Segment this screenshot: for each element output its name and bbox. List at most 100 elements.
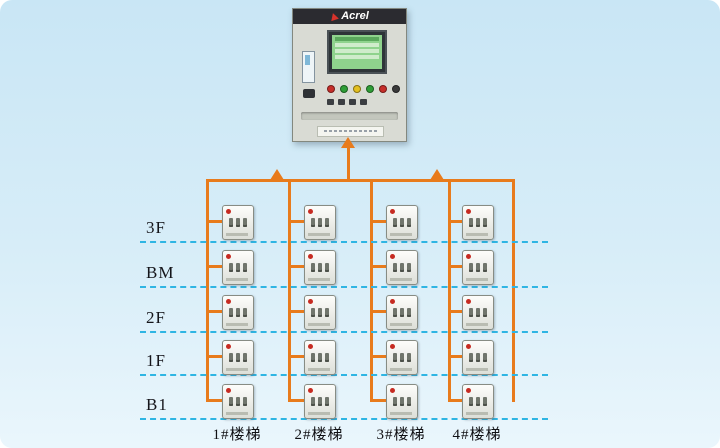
device-base: [308, 368, 330, 371]
control-cabinet: Acrel: [292, 8, 407, 142]
device-status-dot: [308, 388, 313, 393]
bus-drop-line-right: [512, 180, 515, 402]
monitor-device-module: [222, 250, 254, 285]
terminal-pin: [407, 397, 411, 406]
terminal-pin: [229, 263, 233, 272]
bus-device-stub: [450, 355, 463, 358]
device-status-dot: [466, 209, 471, 214]
terminal-pin: [311, 353, 315, 362]
device-base: [226, 278, 248, 281]
monitor-device-module: [386, 340, 418, 375]
bus-drop-line-3: [370, 180, 373, 402]
screen-text-line: [335, 43, 379, 47]
terminal-pin: [311, 218, 315, 227]
terminal-pin: [243, 308, 247, 317]
cabinet-indicator-windows: [327, 99, 367, 105]
indicator-window: [327, 99, 334, 105]
cabinet-brand: Acrel: [341, 10, 369, 22]
monitor-device-module: [304, 340, 336, 375]
terminal-pin: [311, 263, 315, 272]
cabinet-led: [340, 85, 348, 93]
terminal-pin: [236, 218, 240, 227]
device-base: [466, 233, 488, 236]
device-status-dot: [390, 209, 395, 214]
monitor-device-module: [222, 340, 254, 375]
device-status-dot: [466, 344, 471, 349]
terminal-pin: [318, 397, 322, 406]
terminal-pin: [393, 218, 397, 227]
cabinet-header: Acrel: [293, 9, 406, 24]
terminal-pin: [407, 353, 411, 362]
device-status-dot: [226, 254, 231, 259]
terminal-pin: [229, 353, 233, 362]
terminal-pin: [311, 308, 315, 317]
monitor-device-module: [304, 384, 336, 419]
terminal-pin: [243, 397, 247, 406]
stair-label-4: 4#楼梯: [452, 427, 502, 443]
device-base: [466, 278, 488, 281]
monitor-device-module: [386, 384, 418, 419]
bus-device-stub: [450, 310, 463, 313]
terminal-pin: [325, 263, 329, 272]
device-status-dot: [308, 299, 313, 304]
cabinet-led: [366, 85, 374, 93]
device-base: [308, 323, 330, 326]
device-terminals: [393, 353, 411, 362]
device-base: [308, 278, 330, 281]
device-terminals: [311, 308, 329, 317]
bus-drop-line-4: [448, 180, 451, 402]
bus-device-stub: [450, 399, 463, 402]
cabinet-led: [392, 85, 400, 93]
device-status-dot: [390, 299, 395, 304]
device-base: [390, 368, 412, 371]
terminal-pin: [318, 353, 322, 362]
terminal-pin: [393, 353, 397, 362]
bus-device-stub: [208, 265, 223, 268]
bus-device-stub: [208, 399, 223, 402]
terminal-pin: [311, 397, 315, 406]
device-terminals: [469, 308, 487, 317]
floor-dashed-line: [140, 374, 548, 376]
device-status-dot: [226, 299, 231, 304]
monitor-device-module: [222, 295, 254, 330]
monitor-device-module: [386, 295, 418, 330]
terminal-pin: [483, 263, 487, 272]
terminal-pin: [229, 397, 233, 406]
bus-flow-arrow-icon: [270, 169, 284, 180]
terminal-pin: [469, 308, 473, 317]
cabinet-level-indicator: [302, 51, 315, 83]
terminal-pin: [476, 397, 480, 406]
terminal-pin: [407, 308, 411, 317]
monitor-device-module: [304, 295, 336, 330]
bus-device-stub: [372, 355, 387, 358]
terminal-pin: [483, 397, 487, 406]
floor-label-3f: 3F: [146, 218, 166, 237]
device-terminals: [229, 397, 247, 406]
terminal-pin: [325, 353, 329, 362]
device-status-dot: [226, 344, 231, 349]
device-status-dot: [308, 209, 313, 214]
terminal-pin: [476, 353, 480, 362]
bus-device-stub: [372, 399, 387, 402]
monitor-device-module: [386, 205, 418, 240]
bus-device-stub: [290, 310, 305, 313]
terminal-pin: [236, 263, 240, 272]
floor-label-b1: B1: [146, 395, 168, 414]
indicator-window: [360, 99, 367, 105]
level-indicator-fill: [305, 55, 310, 65]
monitor-device-module: [386, 250, 418, 285]
device-terminals: [469, 263, 487, 272]
device-base: [308, 233, 330, 236]
monitor-device-module: [462, 384, 494, 419]
device-terminals: [393, 263, 411, 272]
bus-riser-line: [347, 147, 350, 180]
terminal-pin: [318, 218, 322, 227]
device-terminals: [229, 263, 247, 272]
device-terminals: [229, 308, 247, 317]
riser-arrow-icon: [341, 137, 355, 148]
terminal-pin: [393, 397, 397, 406]
bus-device-stub: [450, 265, 463, 268]
indicator-window: [338, 99, 345, 105]
terminal-pin: [400, 397, 404, 406]
device-terminals: [393, 218, 411, 227]
